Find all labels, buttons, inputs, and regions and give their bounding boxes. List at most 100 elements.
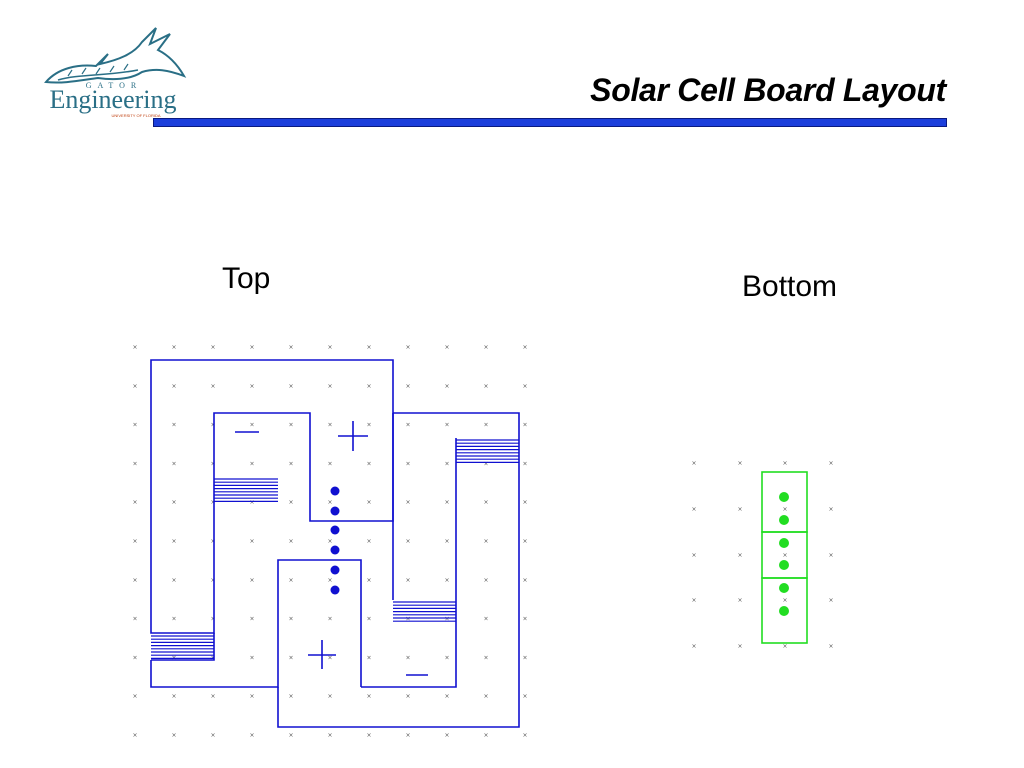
grid-mark: × — [327, 654, 332, 661]
grid-mark: × — [210, 499, 215, 506]
grid-mark: × — [483, 499, 488, 506]
grid-mark: × — [405, 577, 410, 584]
grid-mark: × — [132, 538, 137, 545]
via-dot — [330, 525, 340, 535]
grid-mark: × — [691, 643, 696, 650]
grid-mark: × — [522, 383, 527, 390]
grid-mark: × — [405, 383, 410, 390]
grid-mark: × — [288, 693, 293, 700]
grid-mark: × — [249, 577, 254, 584]
grid-mark: × — [522, 538, 527, 545]
via-dot — [330, 486, 340, 496]
grid-mark: × — [483, 538, 488, 545]
grid-mark: × — [249, 499, 254, 506]
grid-mark: × — [249, 654, 254, 661]
grid-mark: × — [171, 422, 176, 429]
grid-mark: × — [327, 616, 332, 623]
grid-mark: × — [522, 616, 527, 623]
grid-mark: × — [737, 552, 742, 559]
grid-mark: × — [249, 732, 254, 739]
grid-mark: × — [132, 460, 137, 467]
grid-mark: × — [405, 654, 410, 661]
grid-mark: × — [366, 654, 371, 661]
grid-mark: × — [210, 577, 215, 584]
grid-mark: × — [444, 344, 449, 351]
bottom-via-dots — [779, 492, 789, 616]
grid-mark: × — [737, 460, 742, 467]
grid-mark: × — [210, 732, 215, 739]
grid-mark: × — [288, 344, 293, 351]
grid-mark: × — [366, 538, 371, 545]
grid-mark: × — [444, 499, 449, 506]
grid-mark: × — [132, 499, 137, 506]
grid-mark: × — [171, 693, 176, 700]
gator-engineering-logo: GATOR Engineering UNIVERSITY OF FLORIDA — [44, 27, 187, 118]
grid-mark: × — [444, 422, 449, 429]
grid-mark: × — [483, 577, 488, 584]
top-hatched-pads — [151, 439, 519, 660]
hatched-pad — [456, 439, 519, 463]
grid-mark: × — [171, 616, 176, 623]
logo-tagline: UNIVERSITY OF FLORIDA — [111, 113, 160, 118]
grid-mark: × — [288, 616, 293, 623]
grid-mark: × — [249, 538, 254, 545]
title-underline-bar — [153, 118, 947, 127]
grid-mark: × — [132, 732, 137, 739]
grid-mark: × — [288, 732, 293, 739]
via-dot — [330, 585, 340, 595]
grid-mark: × — [444, 616, 449, 623]
grid-mark: × — [483, 693, 488, 700]
grid-mark: × — [828, 506, 833, 513]
logo-subtitle: GATOR — [86, 81, 143, 90]
grid-mark: × — [522, 693, 527, 700]
via-dot — [779, 606, 789, 616]
grid-mark: × — [522, 422, 527, 429]
grid-mark: × — [171, 538, 176, 545]
grid-mark: × — [171, 732, 176, 739]
grid-mark: × — [691, 506, 696, 513]
grid-mark: × — [522, 460, 527, 467]
grid-mark: × — [249, 422, 254, 429]
hatched-pad — [393, 601, 456, 622]
grid-mark: × — [405, 732, 410, 739]
grid-mark: × — [327, 538, 332, 545]
via-dot — [779, 583, 789, 593]
grid-mark: × — [171, 460, 176, 467]
grid-mark: × — [405, 460, 410, 467]
bottom-panel-label: Bottom — [742, 270, 838, 303]
grid-mark: × — [210, 693, 215, 700]
grid-mark: × — [132, 422, 137, 429]
via-dot — [330, 565, 340, 575]
grid-mark: × — [288, 460, 293, 467]
grid-mark: × — [249, 693, 254, 700]
grid-mark: × — [444, 654, 449, 661]
grid-mark: × — [737, 506, 742, 513]
grid-mark: × — [483, 460, 488, 467]
via-dot — [330, 506, 340, 516]
grid-mark: × — [210, 538, 215, 545]
grid-mark: × — [691, 552, 696, 559]
grid-mark: × — [132, 616, 137, 623]
grid-mark: × — [366, 460, 371, 467]
grid-mark: × — [828, 552, 833, 559]
grid-mark: × — [405, 616, 410, 623]
grid-mark: × — [288, 577, 293, 584]
hatched-pad — [151, 635, 214, 660]
grid-mark: × — [691, 597, 696, 604]
grid-mark: × — [483, 383, 488, 390]
logo-wordmark: Engineering — [49, 85, 176, 114]
grid-mark: × — [405, 344, 410, 351]
grid-mark: × — [249, 344, 254, 351]
grid-mark: × — [444, 732, 449, 739]
top-grid-marks: × × × × × × × × × × × × × × × × × × × × × × × × × × × × × × × × × × × × × × × ×… — [132, 344, 527, 739]
grid-mark: × — [249, 616, 254, 623]
grid-mark: × — [483, 344, 488, 351]
grid-mark: × — [782, 506, 787, 513]
grid-mark: × — [737, 597, 742, 604]
grid-mark: × — [288, 499, 293, 506]
grid-mark: × — [444, 577, 449, 584]
grid-mark: × — [366, 422, 371, 429]
grid-mark: × — [782, 597, 787, 604]
